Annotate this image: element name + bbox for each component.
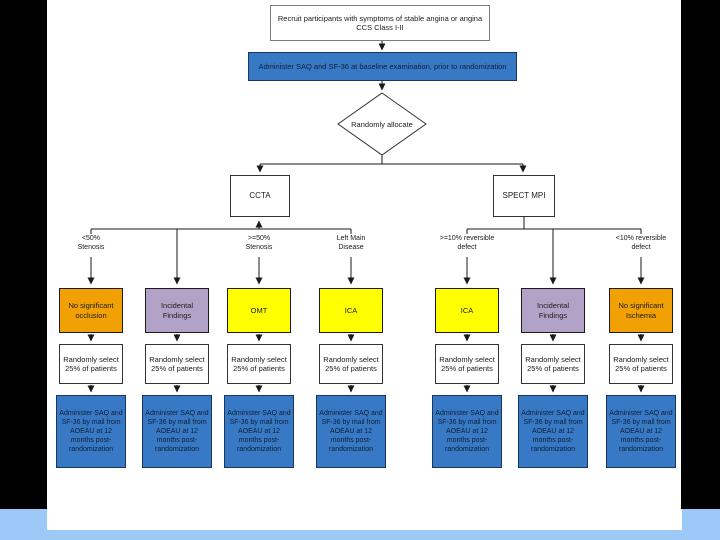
select-box: Randomly select 25% of patients: [59, 344, 123, 384]
outcome-box-ica-right: ICA: [435, 288, 499, 333]
select-box: Randomly select 25% of patients: [435, 344, 499, 384]
branch-label-left-main: Left Main Disease: [336, 235, 366, 252]
select-label: Randomly select 25% of patients: [613, 354, 669, 373]
recruit-box: Recruit participants with symptoms of st…: [270, 5, 490, 41]
outcome-box-omt: OMT: [227, 288, 291, 333]
admin-box: Administer SAQ and SF-36 by mail from AO…: [316, 395, 386, 468]
branch-label-defect-gte10: >=10% reversible defect: [439, 235, 495, 252]
select-label: Randomly select 25% of patients: [525, 354, 581, 373]
admin-box: Administer SAQ and SF-36 by mail from AO…: [142, 395, 212, 468]
select-label: Randomly select 25% of patients: [231, 354, 287, 373]
admin-box: Administer SAQ and SF-36 by mail from AO…: [518, 395, 588, 468]
baseline-box: Administer SAQ and SF-36 at baseline exa…: [248, 52, 517, 81]
spect-box: SPECT MPI: [493, 175, 555, 217]
admin-box: Administer SAQ and SF-36 by mail from AO…: [606, 395, 676, 468]
admin-label: Administer SAQ and SF-36 by mail from AO…: [609, 409, 673, 454]
select-label: Randomly select 25% of patients: [439, 354, 495, 373]
admin-box: Administer SAQ and SF-36 by mail from AO…: [56, 395, 126, 468]
recruit-label: Recruit participants with symptoms of st…: [277, 13, 483, 32]
outcome-label: Incidental Findings: [160, 301, 194, 320]
branch-label-stenosis-gte50: >=50% Stenosis: [245, 235, 273, 252]
outcome-box-ischemia: No significant Ischemia: [609, 288, 673, 333]
select-box: Randomly select 25% of patients: [227, 344, 291, 384]
ccta-label: CCTA: [249, 191, 271, 200]
admin-label: Administer SAQ and SF-36 by mail from AO…: [319, 409, 383, 454]
admin-label: Administer SAQ and SF-36 by mail from AO…: [435, 409, 499, 454]
admin-label: Administer SAQ and SF-36 by mail from AO…: [227, 409, 291, 454]
right-black-panel: [681, 0, 720, 509]
select-label: Randomly select 25% of patients: [149, 354, 205, 373]
select-label: Randomly select 25% of patients: [63, 354, 119, 373]
outcome-box-incidental-right: Incidental Findings: [521, 288, 585, 333]
outcome-label: No significant occlusion: [68, 301, 114, 320]
admin-box: Administer SAQ and SF-36 by mail from AO…: [224, 395, 294, 468]
baseline-label: Administer SAQ and SF-36 at baseline exa…: [258, 61, 507, 71]
branch-label-defect-lt10: <10% reversible defect: [615, 235, 667, 252]
branch-label-stenosis-lt50: <50% Stenosis: [77, 235, 105, 252]
select-label: Randomly select 25% of patients: [323, 354, 379, 373]
outcome-label: ICA: [460, 305, 474, 315]
select-box: Randomly select 25% of patients: [521, 344, 585, 384]
admin-label: Administer SAQ and SF-36 by mail from AO…: [59, 409, 123, 454]
allocate-diamond: Randomly allocate: [344, 110, 420, 138]
outcome-label: ICA: [344, 305, 358, 315]
spect-label: SPECT MPI: [502, 191, 546, 200]
outcome-box-ica-left: ICA: [319, 288, 383, 333]
outcome-label: No significant Ischemia: [618, 301, 664, 320]
admin-label: Administer SAQ and SF-36 by mail from AO…: [521, 409, 585, 454]
outcome-label: OMT: [250, 305, 268, 315]
select-box: Randomly select 25% of patients: [609, 344, 673, 384]
select-box: Randomly select 25% of patients: [319, 344, 383, 384]
select-box: Randomly select 25% of patients: [145, 344, 209, 384]
left-black-panel: [0, 0, 47, 509]
outcome-box-incidental-left: Incidental Findings: [145, 288, 209, 333]
allocate-label: Randomly allocate: [351, 119, 413, 129]
admin-label: Administer SAQ and SF-36 by mail from AO…: [145, 409, 209, 454]
outcome-label: Incidental Findings: [536, 301, 570, 320]
admin-box: Administer SAQ and SF-36 by mail from AO…: [432, 395, 502, 468]
ccta-box: CCTA: [230, 175, 290, 217]
outcome-box-occlusion: No significant occlusion: [59, 288, 123, 333]
